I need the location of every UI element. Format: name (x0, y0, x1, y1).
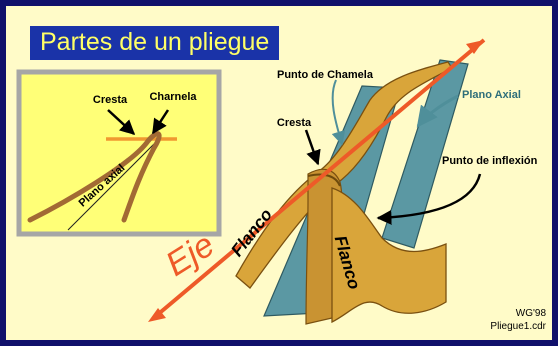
inset-diagram: Cresta Charnela Plano axial (16, 69, 222, 237)
axis-arrowhead-bottom (148, 308, 166, 322)
credit-author: WG'98 (516, 308, 547, 319)
credit-file: Pliegue1.cdr (490, 321, 546, 332)
inset-charnela-arrow (151, 109, 170, 135)
fold-diagram: Cresta Charnela Plano axial (16, 38, 547, 332)
fold-crest-line (307, 173, 341, 187)
label-punto-inflexion: Punto de inflexión (442, 155, 538, 167)
label-cresta: Cresta (277, 117, 312, 129)
inset-axial-plane-line (67, 139, 159, 231)
inset-cresta-arrow (107, 109, 136, 136)
inset-label-cresta: Cresta (93, 94, 128, 106)
label-plano-axial: Plano Axial (462, 89, 521, 101)
label-punto-chamela: Punto de Chamela (277, 69, 374, 81)
page-title: Partes de un pliegue (30, 26, 280, 60)
pointer-arrows (304, 79, 482, 225)
axis-line (154, 38, 486, 318)
fold-surface (235, 61, 453, 325)
axis-arrow (148, 38, 486, 322)
arrow-punto-chamela (331, 79, 346, 146)
arrow-plano-axial (416, 94, 459, 128)
fold-right-flank (331, 187, 447, 324)
arrow-punto-inflexion (376, 173, 482, 225)
arrow-cresta (304, 129, 321, 166)
axis-arrowhead-top (466, 40, 484, 54)
inset-fold-curve (27, 131, 162, 223)
inset-label-charnela: Charnela (149, 91, 197, 103)
